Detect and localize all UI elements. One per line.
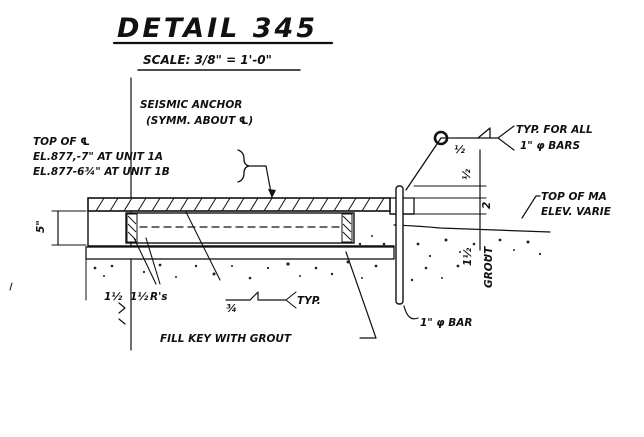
top-of-label-line1: TOP OF ℄ (33, 136, 90, 148)
elevation-leader-arrow (268, 189, 276, 198)
concrete-aggregate (93, 235, 542, 282)
anchor-label-line1: SEISMIC ANCHOR (140, 99, 242, 111)
weld-leader-circle (405, 137, 442, 191)
weld-typ-text: TYP. (297, 295, 321, 307)
bottom-weld-symbol (225, 291, 287, 301)
dim-half-text: ½ (461, 169, 473, 180)
top-of-label-line3: EL.877-6¾" AT UNIT 1B (33, 166, 170, 178)
bar-leader (403, 305, 419, 320)
dim-12-text: 1½ (462, 248, 474, 266)
grout-text: GROUT (483, 246, 495, 288)
key-pocket (125, 212, 355, 244)
weld-circle-size: ½ (454, 144, 465, 156)
right-key-hatch (342, 215, 352, 241)
fill-key-leader (345, 251, 377, 339)
dim-rs: R's (150, 291, 168, 303)
anchor-bar (395, 185, 404, 305)
weld-typ-line2: 1" φ BARS (520, 140, 580, 152)
top-of-mat-line (393, 224, 551, 233)
top-mat-line2: ELEV. VARIE (541, 206, 612, 218)
grout-bed-outline (85, 246, 395, 260)
slab-hatched-edge (87, 197, 391, 212)
elevation-brace (237, 149, 250, 183)
dim-5-text: 5" (35, 220, 47, 233)
top-of-label-line2: EL.877,-7" AT UNIT 1A (33, 151, 163, 163)
weld-fillet-symbol (477, 127, 491, 139)
bottom-leaders (133, 211, 221, 285)
dim-15-a: 1½ (104, 291, 122, 303)
anchor-label-line2: (SYMM. ABOUT ℄) (146, 115, 253, 127)
weld-tail (497, 125, 515, 151)
bar-text: 1" φ BAR (420, 317, 473, 329)
bottom-weld-tail (285, 291, 297, 309)
detail-title: DETAIL 345 (117, 13, 318, 44)
weld-size-text: ¾ (226, 303, 237, 315)
dim-1-4-b: 1½ (130, 291, 148, 303)
top-mat-leader (521, 195, 541, 219)
edge-mark (9, 282, 13, 291)
elevation-leader (248, 165, 273, 199)
weld-typ-line1: TYP. FOR ALL (516, 124, 593, 136)
fill-key-text: FILL KEY WITH GROUT (160, 333, 292, 345)
break-mark (118, 302, 126, 325)
dim-2-text: 2 (481, 202, 493, 209)
scale-label: SCALE: 3/8" = 1'-0" (143, 53, 272, 67)
slab-hatching (95, 197, 385, 212)
top-mat-line1: TOP OF MA (541, 191, 607, 203)
slab-body (87, 210, 415, 247)
